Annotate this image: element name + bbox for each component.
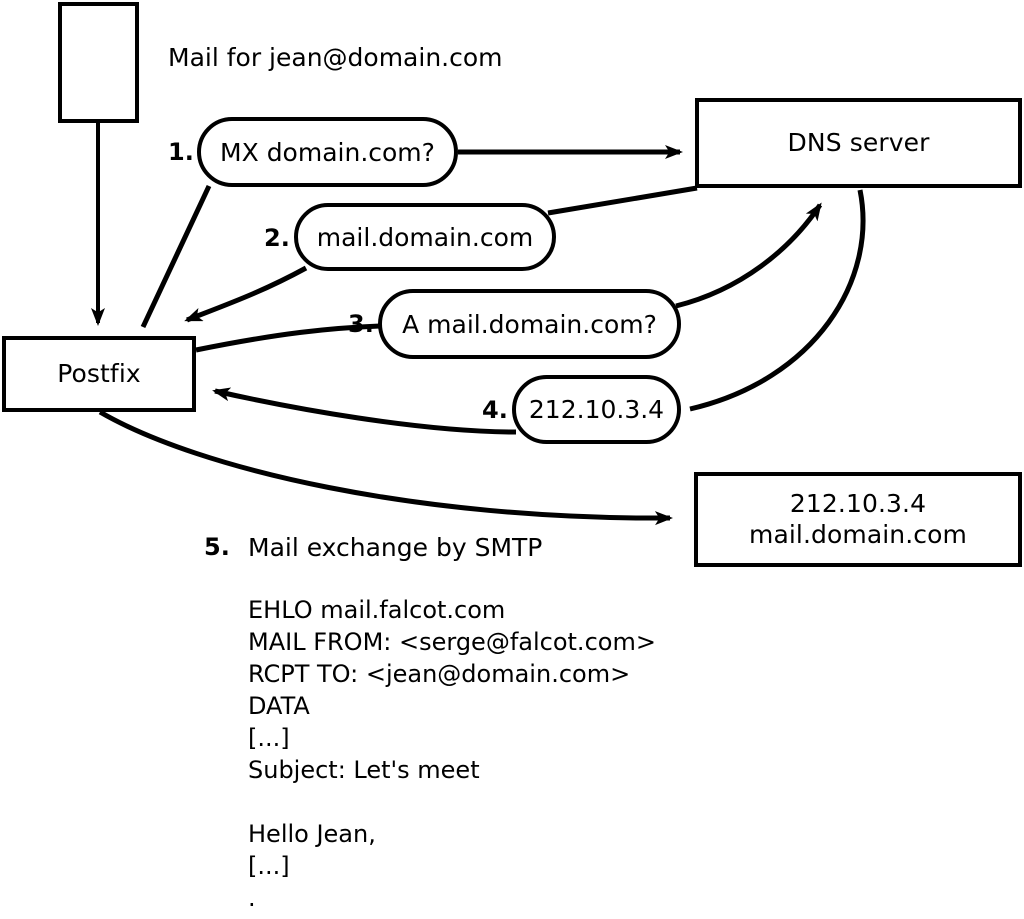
postfix-box: Postfix bbox=[2, 336, 196, 412]
step-number-4: 4. bbox=[482, 396, 508, 424]
connector-step4-to-postfix bbox=[212, 387, 517, 435]
client-box bbox=[58, 2, 139, 123]
message-pill-a-answer: 212.10.3.4 bbox=[512, 375, 681, 444]
message-pill-a-answer-label: 212.10.3.4 bbox=[528, 395, 665, 424]
step-number-3: 3. bbox=[348, 310, 374, 338]
message-pill-mx-answer-label: mail.domain.com bbox=[316, 222, 534, 252]
connector-postfix-to-step3 bbox=[195, 323, 381, 353]
message-pill-a-query: A mail.domain.com? bbox=[378, 289, 681, 359]
mail-server-box-label: 212.10.3.4 mail.domain.com bbox=[749, 489, 967, 549]
mail-server-box: 212.10.3.4 mail.domain.com bbox=[694, 472, 1022, 567]
connector-postfix-to-mailserver bbox=[98, 409, 673, 526]
dns-server-box-label: DNS server bbox=[787, 127, 930, 157]
message-pill-a-query-label: A mail.domain.com? bbox=[402, 309, 657, 339]
message-pill-mx-query: MX domain.com? bbox=[197, 117, 458, 187]
message-pill-mx-answer: mail.domain.com bbox=[294, 203, 556, 271]
connector-step2-to-postfix bbox=[184, 265, 308, 323]
postfix-box-label: Postfix bbox=[57, 358, 141, 388]
dns-server-box: DNS server bbox=[695, 98, 1022, 188]
connector-step3-to-dns bbox=[675, 202, 823, 309]
step-5-label: Mail exchange by SMTP bbox=[248, 533, 543, 562]
step-number-5: 5. bbox=[204, 533, 230, 561]
step-number-1: 1. bbox=[168, 138, 194, 166]
connector-dns-to-step4 bbox=[689, 189, 866, 412]
connector-postfix-to-step1 bbox=[140, 184, 212, 329]
message-pill-mx-query-label: MX domain.com? bbox=[220, 137, 435, 167]
diagram-title: Mail for jean@domain.com bbox=[168, 43, 503, 72]
smtp-transcript: EHLO mail.falcot.com MAIL FROM: <serge@f… bbox=[248, 596, 656, 912]
step-number-2: 2. bbox=[264, 224, 290, 252]
connector-dns-to-step2 bbox=[547, 185, 698, 216]
